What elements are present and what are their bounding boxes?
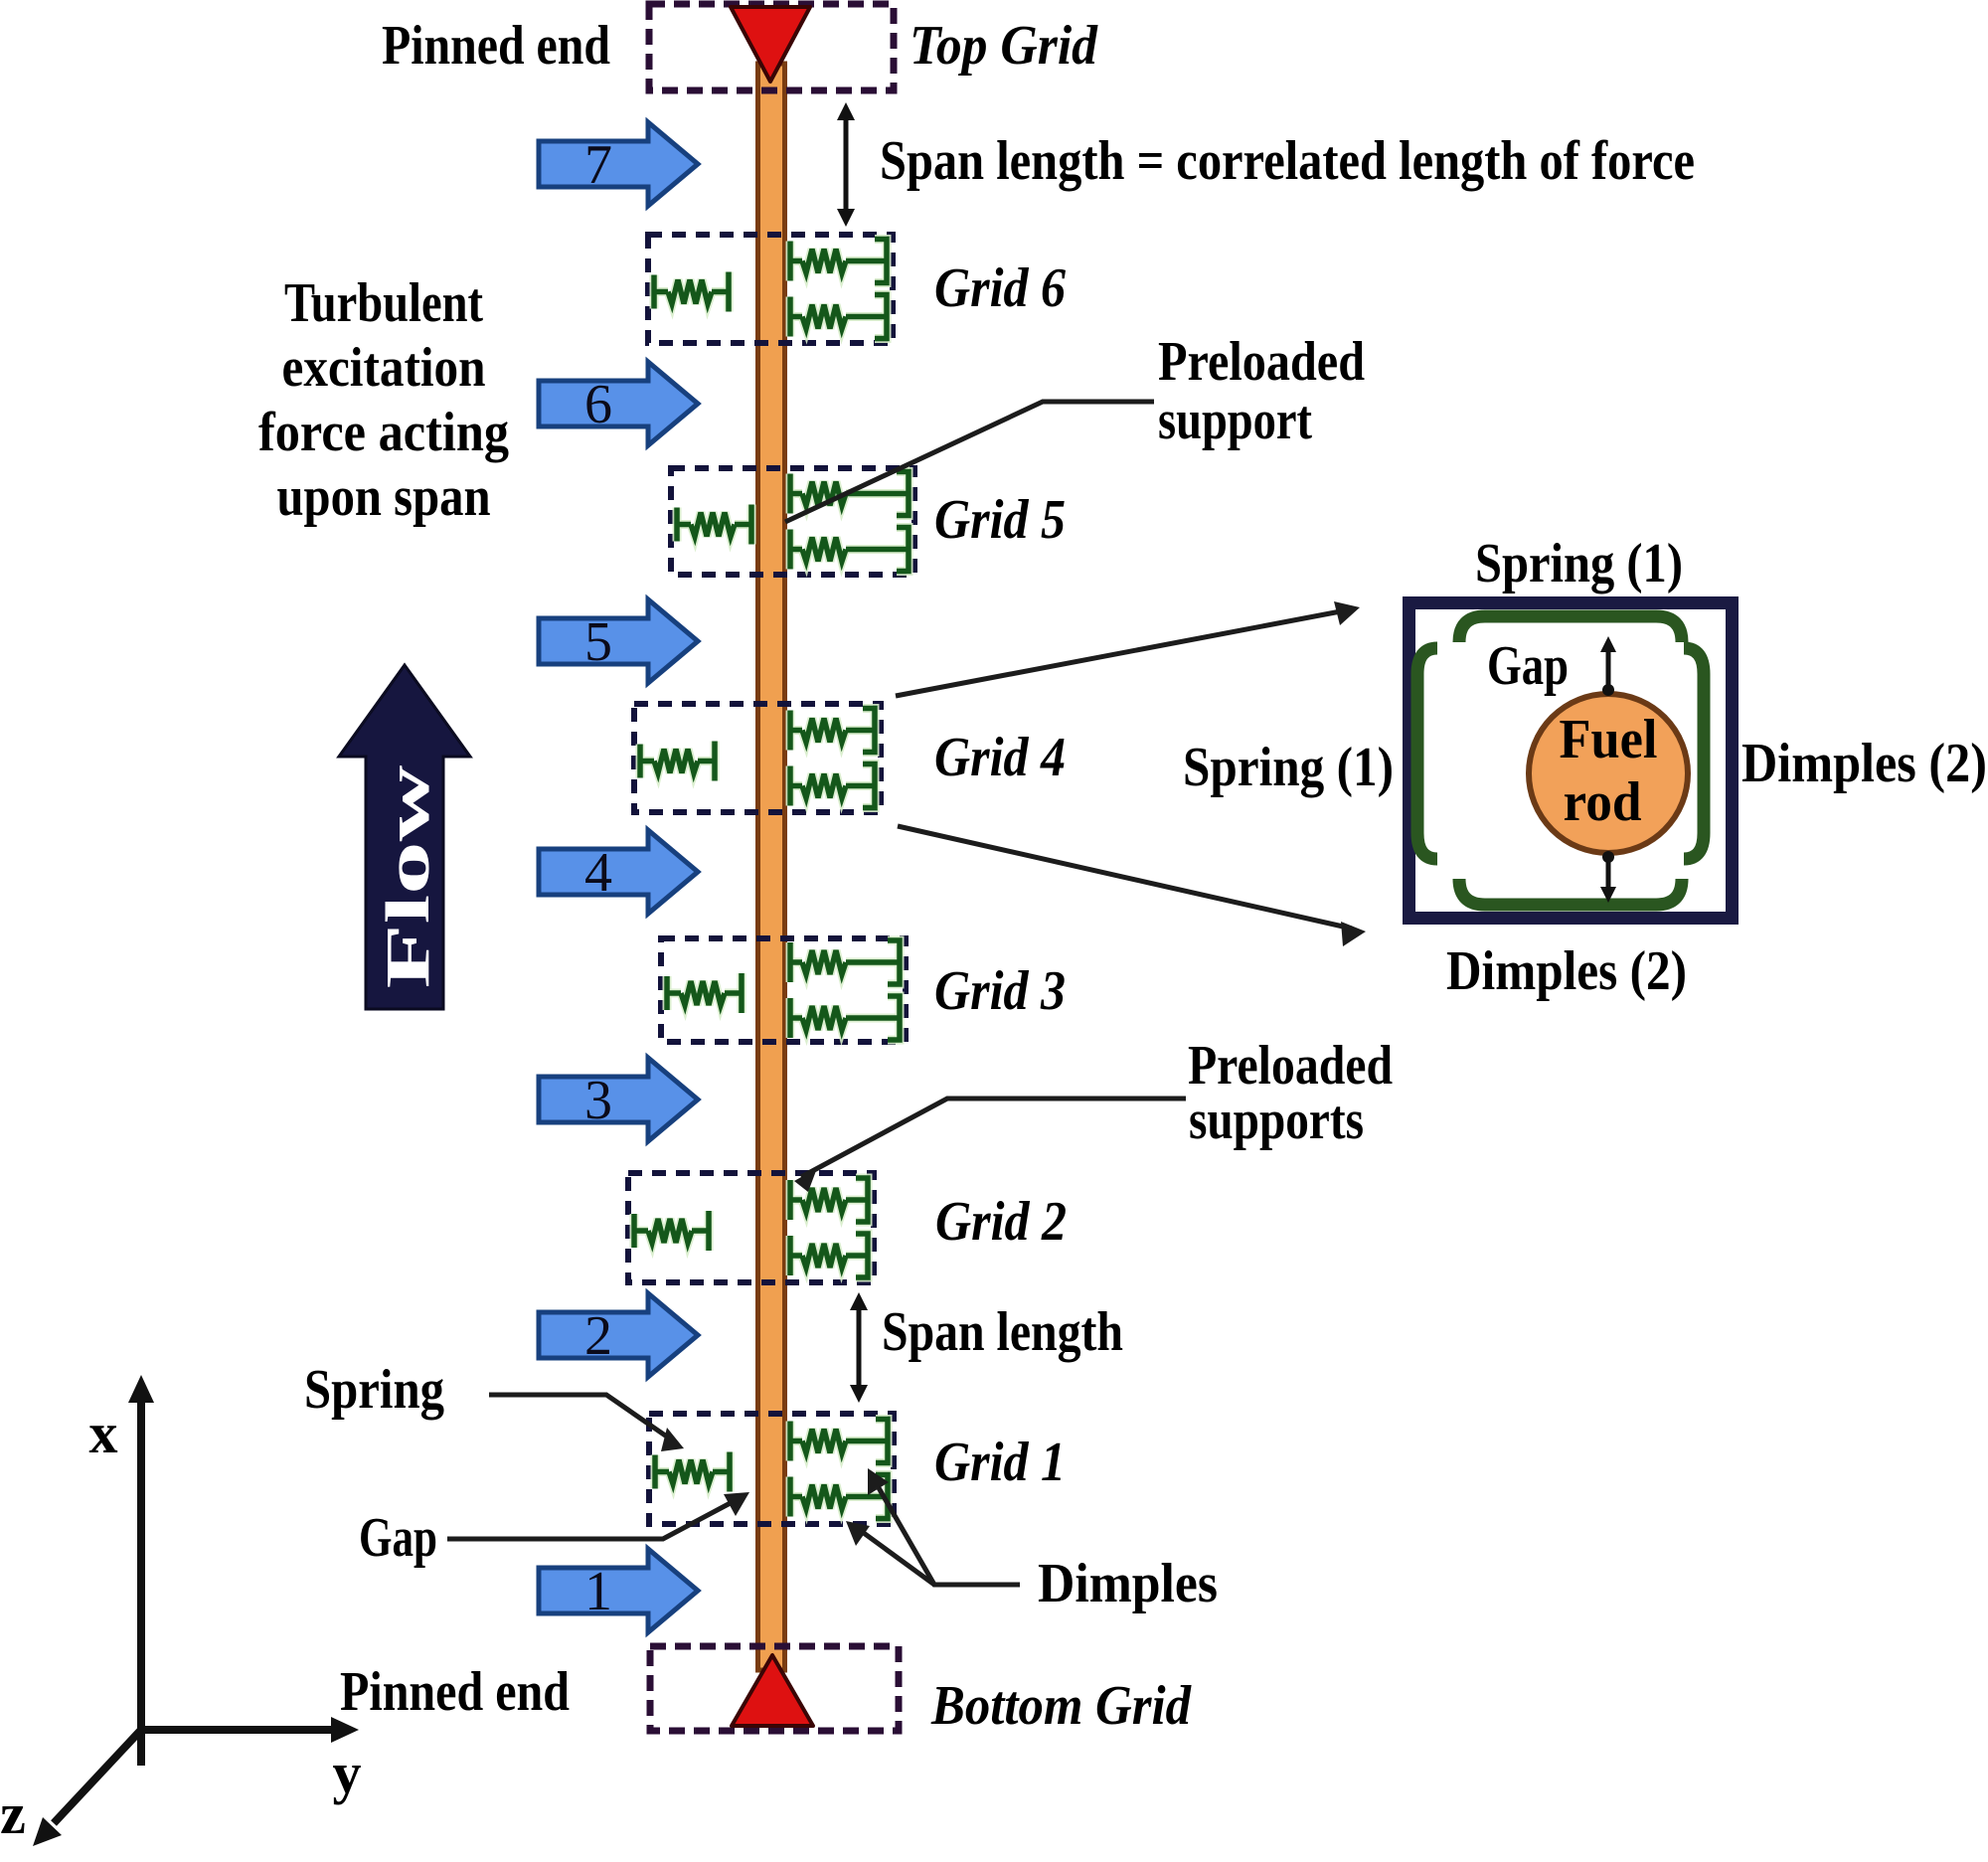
svg-text:Bottom Grid: Bottom Grid	[930, 1675, 1192, 1737]
svg-text:Span length = correlated lengt: Span length = correlated length of force	[880, 130, 1695, 192]
svg-text:7: 7	[584, 134, 612, 196]
svg-text:1: 1	[584, 1561, 612, 1622]
svg-text:Grid 3: Grid 3	[934, 960, 1066, 1022]
svg-text:5: 5	[584, 611, 612, 673]
svg-text:Flow: Flow	[375, 764, 442, 988]
svg-text:2: 2	[584, 1305, 612, 1367]
svg-text:Grid 5: Grid 5	[934, 489, 1066, 551]
svg-text:Grid 2: Grid 2	[935, 1191, 1067, 1253]
svg-text:Spring (1): Spring (1)	[1475, 533, 1683, 594]
svg-text:Grid 1: Grid 1	[934, 1432, 1066, 1493]
svg-text:Fuel: Fuel	[1560, 709, 1658, 770]
svg-text:Gap: Gap	[1487, 635, 1569, 697]
svg-text:force acting: force acting	[258, 402, 509, 463]
svg-text:Pinned end: Pinned end	[382, 15, 610, 77]
svg-text:Span length: Span length	[882, 1301, 1123, 1363]
svg-text:Top Grid: Top Grid	[910, 15, 1098, 77]
svg-text:Pinned end: Pinned end	[340, 1661, 570, 1723]
svg-text:Preloaded: Preloaded	[1188, 1035, 1393, 1097]
svg-text:x: x	[89, 1401, 118, 1465]
svg-text:supports: supports	[1189, 1090, 1364, 1151]
svg-text:y: y	[333, 1741, 362, 1805]
svg-text:Grid 6: Grid 6	[934, 257, 1066, 319]
svg-text:excitation: excitation	[282, 337, 486, 399]
svg-text:rod: rod	[1564, 771, 1642, 833]
svg-text:6: 6	[584, 374, 612, 435]
svg-text:Preloaded: Preloaded	[1158, 331, 1365, 393]
svg-text:Dimples (2): Dimples (2)	[1446, 940, 1687, 1002]
svg-text:4: 4	[584, 842, 612, 904]
svg-text:support: support	[1158, 390, 1312, 451]
svg-text:Dimples (2): Dimples (2)	[1741, 733, 1987, 794]
svg-text:z: z	[0, 1781, 26, 1846]
svg-text:Gap: Gap	[359, 1507, 437, 1569]
svg-text:Turbulent: Turbulent	[284, 272, 483, 334]
svg-text:Spring: Spring	[304, 1359, 444, 1421]
svg-text:Dimples: Dimples	[1038, 1553, 1218, 1614]
svg-text:Spring (1): Spring (1)	[1183, 737, 1394, 798]
svg-text:3: 3	[584, 1070, 612, 1131]
svg-text:upon span: upon span	[277, 466, 491, 528]
svg-text:Grid 4: Grid 4	[934, 727, 1066, 788]
